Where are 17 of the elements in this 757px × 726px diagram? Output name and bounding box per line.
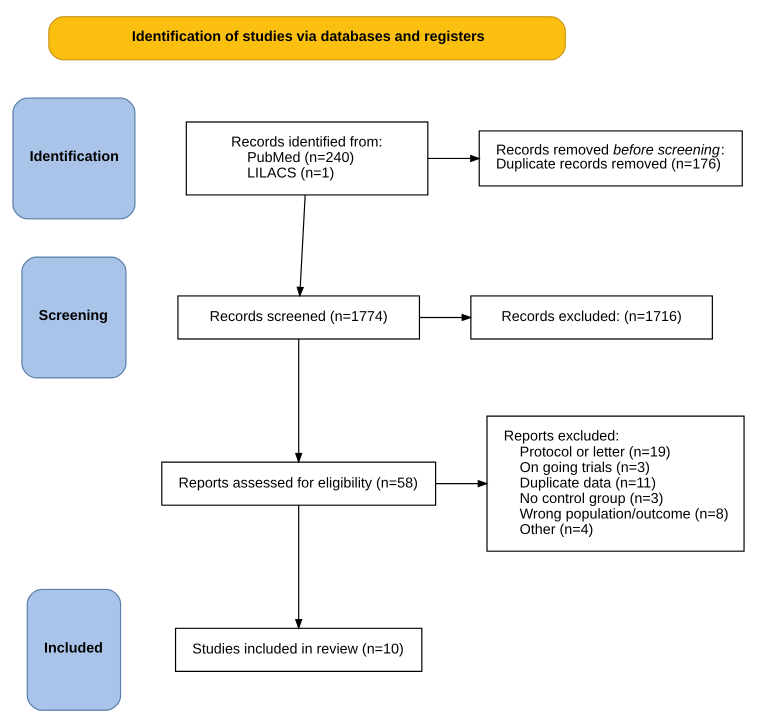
arrow <box>420 313 472 321</box>
node-box: Identification of studies via databases and registers <box>48 16 566 60</box>
arrow <box>436 479 488 487</box>
node-box: Reports excluded: Protocol or letter (n=19) On going trials (n=3) Duplicate data (n=11) No control group (n=3) Wrong population/outcome (n=8) Other (n=4) <box>486 415 745 552</box>
node-box: Records screened (n=1774) <box>177 294 420 340</box>
node-box: Records removed before screening: Duplicate records removed (n=176) <box>478 130 743 186</box>
node-box: Screening <box>21 256 127 378</box>
arrow <box>294 504 302 630</box>
arrow <box>296 194 306 298</box>
arrow <box>428 154 481 162</box>
node-box: Records excluded: (n=1716) <box>470 294 713 340</box>
node-box: Identification <box>12 96 136 219</box>
arrow <box>294 338 302 464</box>
node-box: Included <box>26 588 122 710</box>
node-box: Records identified from: PubMed (n=240) LILACS (n=1) <box>186 120 428 196</box>
node-box: Studies included in review (n=10) <box>174 627 422 672</box>
node-box: Reports assessed for eligibility (n=58) <box>161 461 436 506</box>
